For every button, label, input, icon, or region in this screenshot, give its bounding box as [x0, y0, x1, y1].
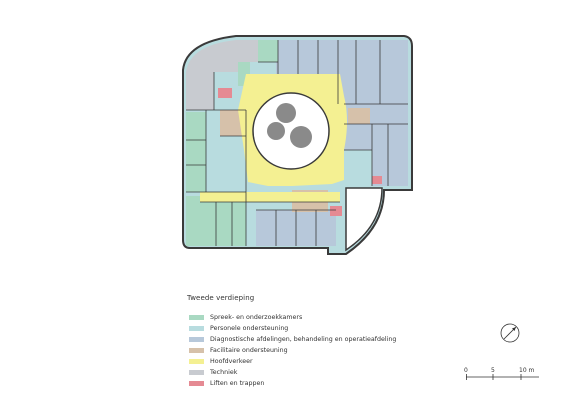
legend-swatch — [189, 336, 204, 343]
legend-item: Liften en trappen — [189, 378, 396, 389]
scale-bar — [466, 374, 539, 380]
interior-walls — [186, 40, 408, 246]
legend-label: Diagnostische afdelingen, behandeling en… — [210, 336, 397, 343]
legend: Spreek- en onderzoekkamers Personele ond… — [189, 312, 396, 389]
legend-swatch — [189, 314, 204, 321]
courtyard — [252, 92, 330, 170]
zone-spreek-west — [186, 112, 206, 192]
tree-2 — [267, 122, 285, 140]
lift-ne — [372, 176, 382, 184]
legend-item: Techniek — [189, 367, 396, 378]
scale-label-10: 10 m — [519, 367, 535, 374]
scale-label-0: 0 — [464, 367, 468, 374]
legend-label: Techniek — [210, 369, 238, 376]
legend-label: Hoofdverkeer — [210, 358, 253, 365]
legend-label: Liften en trappen — [210, 380, 265, 387]
legend-item: Hoofdverkeer — [189, 356, 396, 367]
legend-swatch — [189, 380, 204, 387]
legend-item: Diagnostische afdelingen, behandeling en… — [189, 334, 396, 345]
legend-item: Personele ondersteuning — [189, 323, 396, 334]
legend-swatch — [189, 325, 204, 332]
zone-diagnostics-north — [276, 40, 338, 74]
legend-item: Facilitaire ondersteuning — [189, 345, 396, 356]
legend-label: Facilitaire ondersteuning — [210, 347, 288, 354]
tree-3 — [290, 126, 312, 148]
zone-diagnostics-east — [336, 40, 408, 186]
legend-swatch — [189, 347, 204, 354]
legend-label: Spreek- en onderzoekkamers — [210, 314, 303, 321]
scale-label-5: 5 — [491, 367, 495, 374]
lift-south — [330, 206, 342, 216]
floor-plan — [182, 35, 413, 255]
legend-title: Tweede verdieping — [187, 294, 255, 302]
zone-facilitair-east — [348, 108, 370, 124]
legend-label: Personele ondersteuning — [210, 325, 289, 332]
tree-1 — [276, 103, 296, 123]
corridor-south — [200, 192, 340, 202]
legend-swatch — [189, 369, 204, 376]
north-arrow-icon — [500, 323, 520, 343]
lift-nw — [218, 88, 232, 98]
legend-item: Spreek- en onderzoekkamers — [189, 312, 396, 323]
void-se — [345, 187, 383, 252]
zone-spreek-north — [258, 40, 278, 62]
zone-techniek-nw — [186, 40, 258, 110]
legend-swatch — [189, 358, 204, 365]
